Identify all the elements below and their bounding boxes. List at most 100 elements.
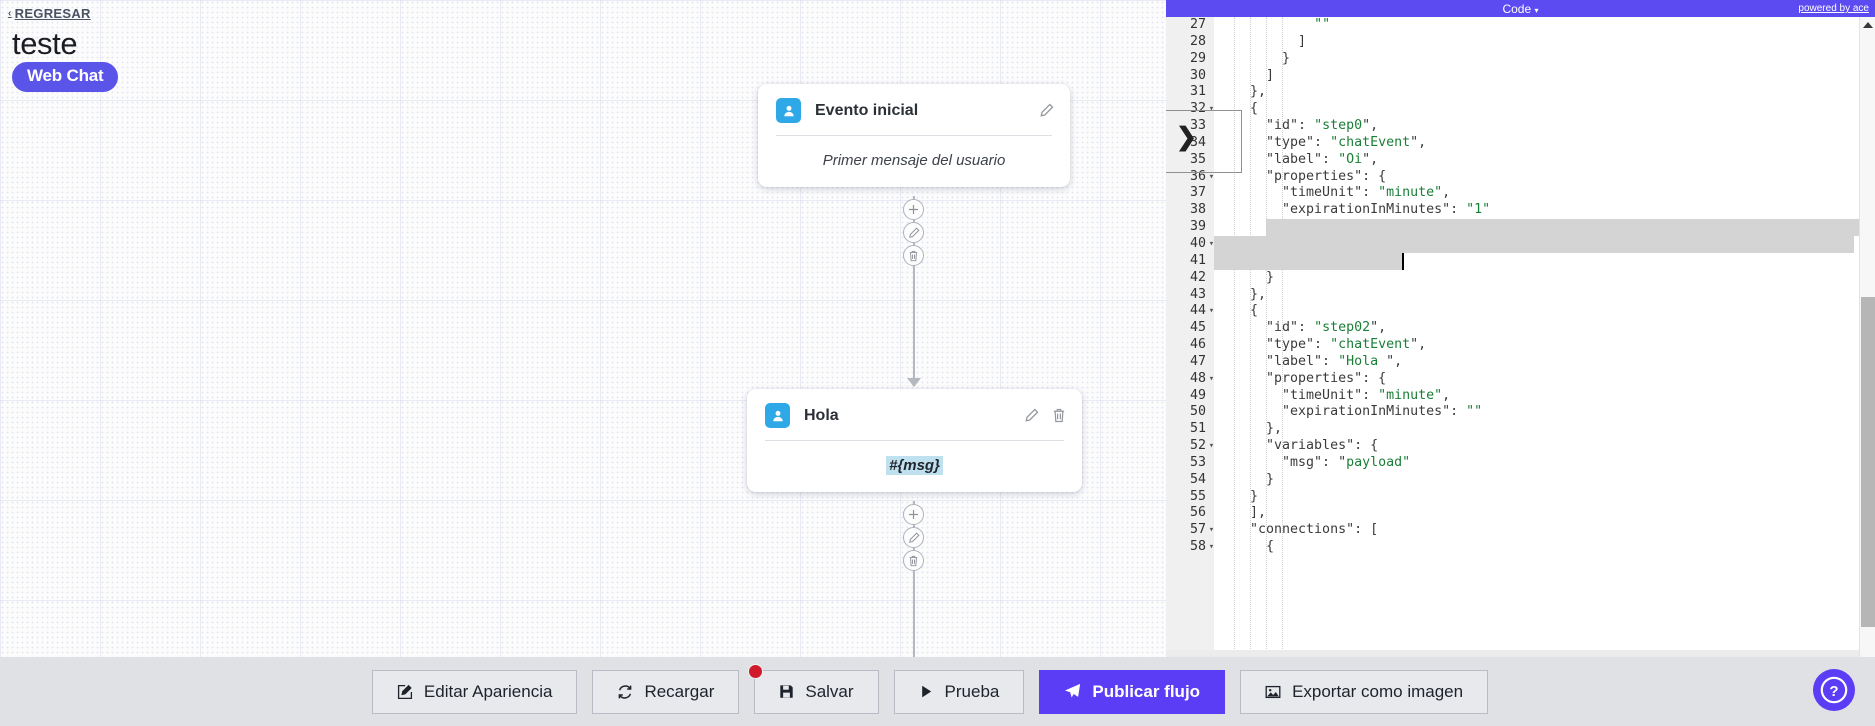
- salvar-button[interactable]: Salvar: [748, 663, 879, 714]
- line-number: 41: [1166, 252, 1206, 270]
- code-line[interactable]: 29 }: [1166, 50, 1875, 68]
- code-line[interactable]: 57▾ "connections": [: [1166, 522, 1875, 540]
- code-line[interactable]: 34 "type": "chatEvent",: [1166, 134, 1875, 152]
- editor-vertical-scrollbar[interactable]: [1859, 17, 1875, 657]
- code-line[interactable]: 31 },: [1166, 84, 1875, 102]
- line-number: 37: [1166, 185, 1206, 203]
- code-line[interactable]: 42 }: [1166, 269, 1875, 287]
- node-header-actions[interactable]: [1024, 408, 1066, 423]
- code-line[interactable]: 47 "label": "Hola ",: [1166, 353, 1875, 371]
- scrollbar-thumb[interactable]: [1861, 297, 1875, 627]
- code-line[interactable]: 43 },: [1166, 286, 1875, 304]
- add-node-button-1[interactable]: [903, 199, 924, 220]
- code-text: ],: [1234, 505, 1267, 521]
- line-number: 42: [1166, 269, 1206, 287]
- editor-lines[interactable]: 27 ""28 ]29 }30 ]31 },32▾ {33 "id": "ste…: [1166, 17, 1875, 556]
- code-line[interactable]: 36▾ "properties": {: [1166, 168, 1875, 186]
- flow-node-hola[interactable]: Hola #{msg}: [747, 389, 1082, 492]
- code-panel-title[interactable]: Code ▾: [1502, 1, 1539, 16]
- code-line[interactable]: 30 ]: [1166, 67, 1875, 85]
- publicar-flujo-button[interactable]: Publicar flujo: [1039, 669, 1226, 714]
- prueba-button[interactable]: Prueba: [893, 669, 1025, 714]
- node-body[interactable]: #{msg}: [747, 441, 1082, 492]
- fold-toggle-icon[interactable]: ▾: [1208, 171, 1215, 182]
- code-line[interactable]: 46 "type": "chatEvent",: [1166, 337, 1875, 354]
- connector-actions-2[interactable]: [903, 504, 924, 573]
- delete-node-button-2[interactable]: [903, 550, 924, 571]
- code-line[interactable]: 50 "expirationInMinutes": "": [1166, 404, 1875, 422]
- edit-icon[interactable]: [1024, 408, 1039, 423]
- code-line[interactable]: 52▾ "variables": {: [1166, 438, 1875, 455]
- back-link[interactable]: ‹ REGRESAR: [8, 6, 91, 21]
- code-line[interactable]: 32▾ {: [1166, 101, 1875, 119]
- line-number: 40: [1166, 235, 1206, 253]
- node-body[interactable]: Primer mensaje del usuario: [758, 136, 1070, 187]
- code-selection: [1214, 252, 1403, 270]
- code-line[interactable]: 49 "timeUnit": "minute",: [1166, 387, 1875, 405]
- chevron-left-icon: ‹: [8, 7, 12, 19]
- code-line[interactable]: 54 }: [1166, 471, 1875, 489]
- line-number: 46: [1166, 337, 1206, 354]
- save-disk-icon: [779, 684, 794, 699]
- code-line[interactable]: 45 "id": "step02",: [1166, 320, 1875, 338]
- recargar-button[interactable]: Recargar: [592, 669, 740, 714]
- code-line[interactable]: 58▾ {: [1166, 539, 1875, 556]
- node-header-actions[interactable]: [1039, 103, 1054, 118]
- code-line[interactable]: 35 "label": "Oi",: [1166, 151, 1875, 169]
- line-number: 52: [1166, 438, 1206, 455]
- pencil-square-icon: [397, 684, 413, 700]
- code-line[interactable]: 33 "id": "step0",: [1166, 118, 1875, 135]
- code-text: "msg": "payload": [1234, 454, 1411, 470]
- flow-canvas[interactable]: ‹ REGRESAR teste Web Chat: [0, 0, 1166, 657]
- editor-horizontal-scrollbar[interactable]: [1166, 650, 1859, 657]
- node-variable-token: #{msg}: [886, 456, 943, 475]
- add-node-button-2[interactable]: [903, 504, 924, 525]
- code-panel-titlebar: Code ▾ powered by ace: [1166, 0, 1875, 17]
- exportar-como-imagen-button[interactable]: Exportar como imagen: [1240, 669, 1489, 714]
- code-selection: [1266, 219, 1875, 237]
- code-line[interactable]: 48▾ "properties": {: [1166, 370, 1875, 388]
- code-line[interactable]: 38 "expirationInMinutes": "1": [1166, 202, 1875, 220]
- scroll-up-icon[interactable]: [1863, 22, 1873, 28]
- code-fold-popup[interactable]: ❯: [1166, 110, 1242, 173]
- code-line[interactable]: 44▾ {: [1166, 303, 1875, 321]
- connector-actions-1[interactable]: [903, 199, 924, 268]
- button-label: Exportar como imagen: [1292, 681, 1464, 701]
- fold-toggle-icon[interactable]: ▾: [1208, 542, 1215, 553]
- edit-icon[interactable]: [1039, 103, 1054, 118]
- code-editor-panel[interactable]: Code ▾ powered by ace 27 ""28 ]29 }30 ]3…: [1166, 0, 1875, 657]
- back-link-label: REGRESAR: [14, 6, 91, 21]
- code-line[interactable]: 27 "": [1166, 17, 1875, 34]
- code-text: },: [1234, 421, 1283, 437]
- node-header: Hola: [747, 389, 1082, 440]
- code-line[interactable]: 37 "timeUnit": "minute",: [1166, 185, 1875, 203]
- help-button[interactable]: ?: [1813, 669, 1855, 711]
- play-icon: [919, 684, 934, 699]
- editar-apariencia-button[interactable]: Editar Apariencia: [371, 669, 578, 714]
- delete-node-button-1[interactable]: [903, 245, 924, 266]
- code-text: ]: [1234, 33, 1307, 49]
- connector-line-1: [913, 196, 915, 386]
- edit-node-button-2[interactable]: [903, 527, 924, 548]
- fold-toggle-icon[interactable]: ▾: [1208, 104, 1215, 115]
- code-line[interactable]: 28 ]: [1166, 33, 1875, 51]
- code-line[interactable]: 56 ],: [1166, 505, 1875, 523]
- line-number: 50: [1166, 404, 1206, 422]
- fold-toggle-icon[interactable]: ▾: [1208, 373, 1215, 384]
- node-title: Hola: [804, 406, 839, 424]
- flow-node-evento-inicial[interactable]: Evento inicial Primer mensaje del usuari…: [758, 84, 1070, 187]
- code-line[interactable]: 55 }: [1166, 488, 1875, 506]
- node-body-text: Primer mensaje del usuario: [822, 152, 1006, 169]
- fold-toggle-icon[interactable]: ▾: [1208, 441, 1215, 452]
- line-number: 35: [1166, 151, 1206, 169]
- edit-node-button-1[interactable]: [903, 222, 924, 243]
- fold-toggle-icon[interactable]: ▾: [1208, 238, 1215, 249]
- ace-editor[interactable]: 27 ""28 ]29 }30 ]31 },32▾ {33 "id": "ste…: [1166, 17, 1875, 657]
- code-line[interactable]: 51 },: [1166, 421, 1875, 439]
- fold-toggle-icon[interactable]: ▾: [1208, 525, 1215, 536]
- powered-by-ace-link[interactable]: powered by ace: [1798, 3, 1869, 14]
- fold-toggle-icon[interactable]: ▾: [1208, 306, 1215, 317]
- code-line[interactable]: 53 "msg": "payload": [1166, 454, 1875, 472]
- code-text: "type": "chatEvent",: [1234, 134, 1427, 150]
- delete-icon[interactable]: [1052, 408, 1066, 423]
